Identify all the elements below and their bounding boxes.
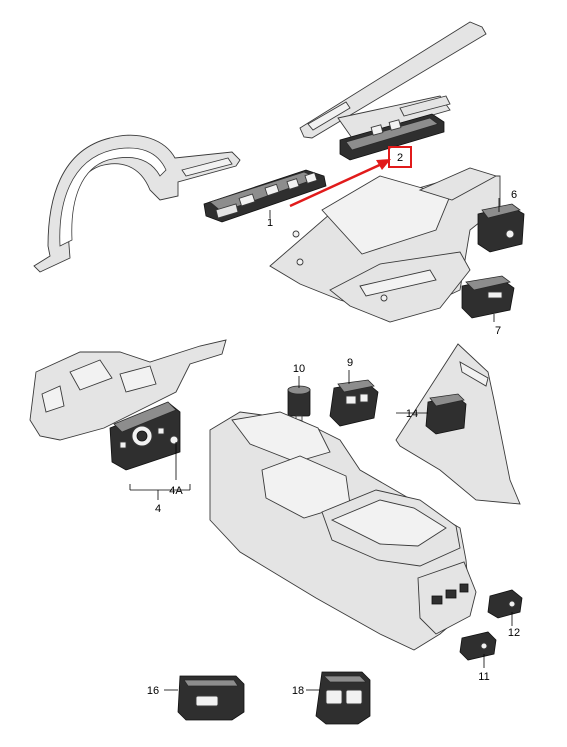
center-console: [209, 411, 477, 651]
part-12-switch: [487, 589, 523, 619]
part-14-trim-panel: [395, 343, 521, 505]
callout-4: 4: [155, 503, 161, 515]
part-16-switch: [177, 675, 245, 721]
part-4-light-switch: [109, 401, 181, 471]
callout-2-highlight: [289, 146, 412, 208]
callout-12: 12: [508, 627, 520, 639]
instrument-bezel: [33, 134, 241, 273]
part-6-switch: [477, 203, 525, 253]
callout-9: 9: [347, 357, 353, 369]
upper-switch-unit: [339, 95, 451, 161]
part-1-switch-module: [203, 169, 327, 223]
part-11-switch: [459, 631, 497, 661]
callout-10: 10: [293, 363, 305, 375]
callout-16: 16: [147, 685, 159, 697]
callout-4a: 4A: [169, 485, 183, 497]
callout-14: 14: [406, 408, 418, 420]
callout-11: 11: [478, 671, 489, 683]
callout-6: 6: [511, 189, 517, 201]
glovebox-assembly: [269, 167, 501, 323]
dash-bracket: [29, 339, 227, 441]
callout-1: 1: [267, 217, 273, 229]
callout-7: 7: [495, 325, 501, 337]
part-7-switch: [461, 275, 515, 319]
part-18-switch: [315, 671, 371, 725]
part-9-socket: [329, 379, 379, 427]
callout-labels: 1 2 4 4A 6 7 9 10 11 12 14 16 18: [147, 152, 520, 697]
callout-18: 18: [292, 685, 304, 697]
callout-2: 2: [397, 152, 403, 164]
upper-trim-strip: [299, 21, 487, 139]
leader-lines: [129, 198, 513, 691]
